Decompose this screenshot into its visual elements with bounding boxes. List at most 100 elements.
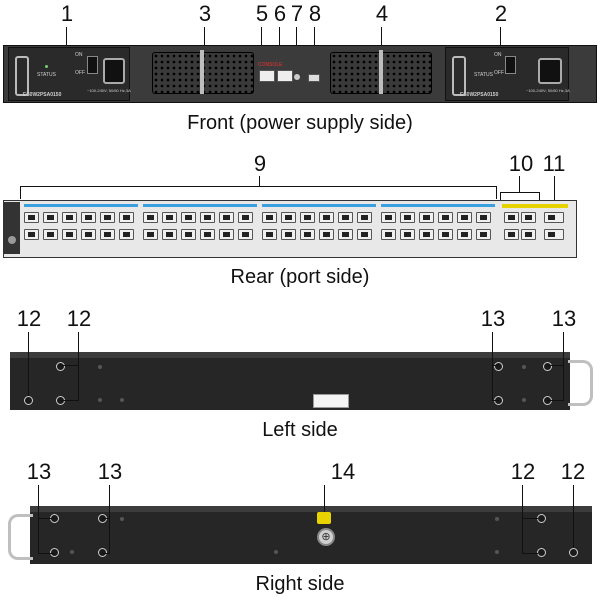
uplink-port[interactable]: [521, 212, 536, 223]
ethernet-port[interactable]: [357, 229, 372, 240]
ethernet-port[interactable]: [319, 212, 334, 223]
ethernet-port[interactable]: [62, 212, 77, 223]
ethernet-port[interactable]: [300, 212, 315, 223]
mount-hole: [56, 362, 65, 371]
ethernet-port[interactable]: [62, 229, 77, 240]
ethernet-port[interactable]: [338, 229, 353, 240]
console-port[interactable]: [259, 70, 275, 82]
psu-off-label: OFF: [75, 70, 85, 76]
callout-2: 2: [494, 1, 508, 26]
leader-12d: [573, 485, 574, 548]
uplink-port[interactable]: [504, 229, 519, 240]
psu-on-label: ON: [494, 52, 502, 58]
callout-14: 14: [330, 459, 356, 484]
power-module-right: ON OFF STATUS ES0W2PSA0150 ~100-240V; 50…: [445, 47, 570, 101]
ethernet-port[interactable]: [219, 212, 234, 223]
screw: [522, 365, 526, 369]
ethernet-port[interactable]: [262, 229, 277, 240]
power-switch[interactable]: [87, 56, 98, 74]
bracket-13a: [492, 365, 499, 401]
ethernet-port[interactable]: [24, 212, 39, 223]
psu-model-label: ES0W2PSA0150: [23, 92, 62, 98]
ethernet-port[interactable]: [181, 229, 196, 240]
ethernet-port[interactable]: [200, 229, 215, 240]
psu-off-label: OFF: [494, 70, 504, 76]
screw: [98, 398, 102, 402]
psu-rating-label: ~100-240V; 50/60 Hz,3A: [87, 88, 131, 93]
leader-1: [66, 27, 67, 54]
uplink-port[interactable]: [504, 212, 519, 223]
caption-right: Right side: [255, 573, 345, 595]
caption-left: Left side: [262, 419, 338, 441]
ground-screw-icon: ⊕: [317, 528, 335, 546]
stack-port[interactable]: [544, 212, 564, 223]
ethernet-port[interactable]: [162, 212, 177, 223]
ethernet-port[interactable]: [419, 229, 434, 240]
stack-port[interactable]: [544, 229, 564, 240]
callout-13: 13: [97, 459, 123, 484]
callout-13: 13: [26, 459, 52, 484]
ethernet-port[interactable]: [281, 229, 296, 240]
fan-handle-icon: [379, 50, 383, 94]
console-label: CONSOLE: [258, 62, 283, 68]
ethernet-port[interactable]: [438, 229, 453, 240]
right-side-panel-top-edge: [30, 506, 592, 512]
leader-12a: [28, 332, 29, 396]
ethernet-port[interactable]: [219, 229, 234, 240]
psu-on-label: ON: [75, 52, 83, 58]
ethernet-port[interactable]: [143, 229, 158, 240]
leader-9: [259, 176, 260, 186]
ethernet-port[interactable]: [143, 212, 158, 223]
ethernet-port[interactable]: [119, 229, 134, 240]
ethernet-port[interactable]: [238, 229, 253, 240]
ethernet-port[interactable]: [200, 212, 215, 223]
ground-label-icon: [317, 512, 331, 524]
ethernet-port[interactable]: [43, 212, 58, 223]
ethernet-port[interactable]: [238, 212, 253, 223]
ethernet-port[interactable]: [262, 212, 277, 223]
port-label-strip: [262, 204, 376, 207]
uplink-port[interactable]: [521, 229, 536, 240]
ethernet-port[interactable]: [162, 229, 177, 240]
ethernet-port[interactable]: [476, 229, 491, 240]
ethernet-port[interactable]: [438, 212, 453, 223]
ethernet-port[interactable]: [457, 229, 472, 240]
ethernet-port[interactable]: [119, 212, 134, 223]
ethernet-port[interactable]: [476, 212, 491, 223]
ethernet-port[interactable]: [43, 229, 58, 240]
usb-port[interactable]: [308, 74, 320, 82]
ethernet-port[interactable]: [381, 229, 396, 240]
leader-10: [519, 176, 520, 192]
port-label-strip: [381, 204, 495, 207]
ethernet-port[interactable]: [457, 212, 472, 223]
ethernet-port[interactable]: [338, 212, 353, 223]
power-switch[interactable]: [505, 56, 516, 74]
ethernet-port[interactable]: [419, 212, 434, 223]
bracket-12c: [522, 518, 538, 554]
leader-2: [500, 27, 501, 54]
ethernet-port[interactable]: [81, 229, 96, 240]
reset-button[interactable]: [8, 236, 16, 244]
screw: [120, 517, 124, 521]
ethernet-port[interactable]: [300, 229, 315, 240]
ethernet-port[interactable]: [319, 229, 334, 240]
ethernet-port[interactable]: [281, 212, 296, 223]
psu-model-label: ES0W2PSA0150: [460, 92, 499, 98]
ethernet-port[interactable]: [400, 212, 415, 223]
mount-hole: [569, 548, 578, 557]
ethernet-port[interactable]: [100, 212, 115, 223]
ethernet-port[interactable]: [24, 229, 39, 240]
ethernet-port[interactable]: [400, 229, 415, 240]
ethernet-port[interactable]: [81, 212, 96, 223]
callout-4: 4: [375, 1, 389, 26]
psu-rating-label: ~100-240V; 50/60 Hz,3A: [526, 88, 570, 93]
eth-port[interactable]: [277, 70, 293, 82]
handle-icon: [568, 360, 593, 406]
ethernet-port[interactable]: [357, 212, 372, 223]
leader-12b: [78, 332, 79, 365]
mount-hole: [494, 362, 503, 371]
ethernet-port[interactable]: [181, 212, 196, 223]
ethernet-port[interactable]: [381, 212, 396, 223]
leader-14: [324, 485, 325, 512]
ethernet-port[interactable]: [100, 229, 115, 240]
